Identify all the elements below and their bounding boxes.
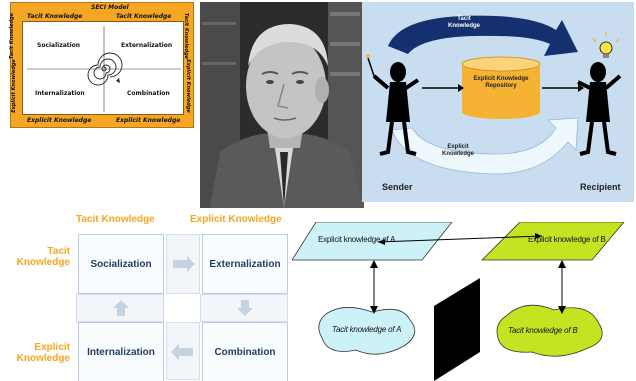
sender-figure-icon [366,54,420,156]
tacit-knowledge-a-label: Tacit knowledge of A [332,325,402,334]
seci-left-upper-label: Tacit Knowledge [9,12,16,60]
recipient-label: Recipient [580,182,621,192]
explicit-knowledge-a-label: Explicit knowledge of A [318,235,396,244]
grid-row-header-explicit: Explicit Knowledge [16,342,70,364]
lightbulb-icon [592,32,620,58]
recipient-figure-icon [577,62,622,156]
seci-spiral-graphic [27,26,181,112]
seci-top-right-label: Tacit Knowledge [116,13,172,20]
seci-left-lower-label: Explicit Knowledge [10,59,17,113]
sender-label: Sender [382,182,413,192]
seci-quadrant-externalization: Externalization [121,42,173,49]
explicit-a-plane [292,222,453,261]
explicit-knowledge-arrow-label: Explicit Knowledge [441,144,474,157]
seci-quadrant-internalization: Internalization [35,90,85,97]
knowledge-transfer-panel: Tacit Knowledge Explicit Knowledge Repos… [362,2,634,202]
explicit-knowledge-b-label: Explicit knowledge of B [528,235,606,244]
portrait-photo [200,2,364,208]
seci-model-panel: SECI Model Tacit Knowledge Tacit Knowled… [9,2,194,128]
repository-label: Explicit Knowledge Repository [473,76,529,89]
tacit-knowledge-arrow-label: Tacit Knowledge [447,16,480,29]
grid-cell-internalization: Internalization [78,322,164,381]
seci-bottom-left-label: Explicit Knowledge [27,117,92,124]
explicit-tacit-panel: Explicit knowledge of A Explicit knowled… [292,222,636,381]
grid-row-header-tacit: Tacit Knowledge [16,246,70,268]
seci-quadrant-area: Socialization Externalization Internaliz… [22,21,184,115]
grid-cell-combination: Combination [202,322,288,381]
grid-cell-externalization: Externalization [202,234,288,294]
seci-bottom-right-label: Explicit Knowledge [116,117,181,124]
knowledge-transfer-diagram [366,15,622,175]
seci-title: SECI Model [91,4,129,11]
seci-quadrant-socialization: Socialization [37,42,81,49]
seci-grid-panel: Tacit Knowledge Explicit Knowledge Tacit… [8,210,308,381]
tacit-a-blob [318,307,416,355]
grid-col-header-explicit: Explicit Knowledge [190,214,282,225]
explicit-tacit-diagram [292,222,625,381]
explicit-b-plane [481,222,625,261]
portrait-image [200,2,364,208]
grid-col-header-tacit: Tacit Knowledge [76,214,155,225]
seci-top-left-label: Tacit Knowledge [27,13,83,20]
seci-quadrant-combination: Combination [127,90,170,97]
tacit-b-blob [496,304,603,357]
grid-cell-socialization: Socialization [78,234,164,294]
tacit-knowledge-b-label: Tacit knowledge of B [508,326,578,335]
seci-right-lower-label: Explicit Knowledge [184,59,191,113]
barrier-wall [434,278,480,381]
